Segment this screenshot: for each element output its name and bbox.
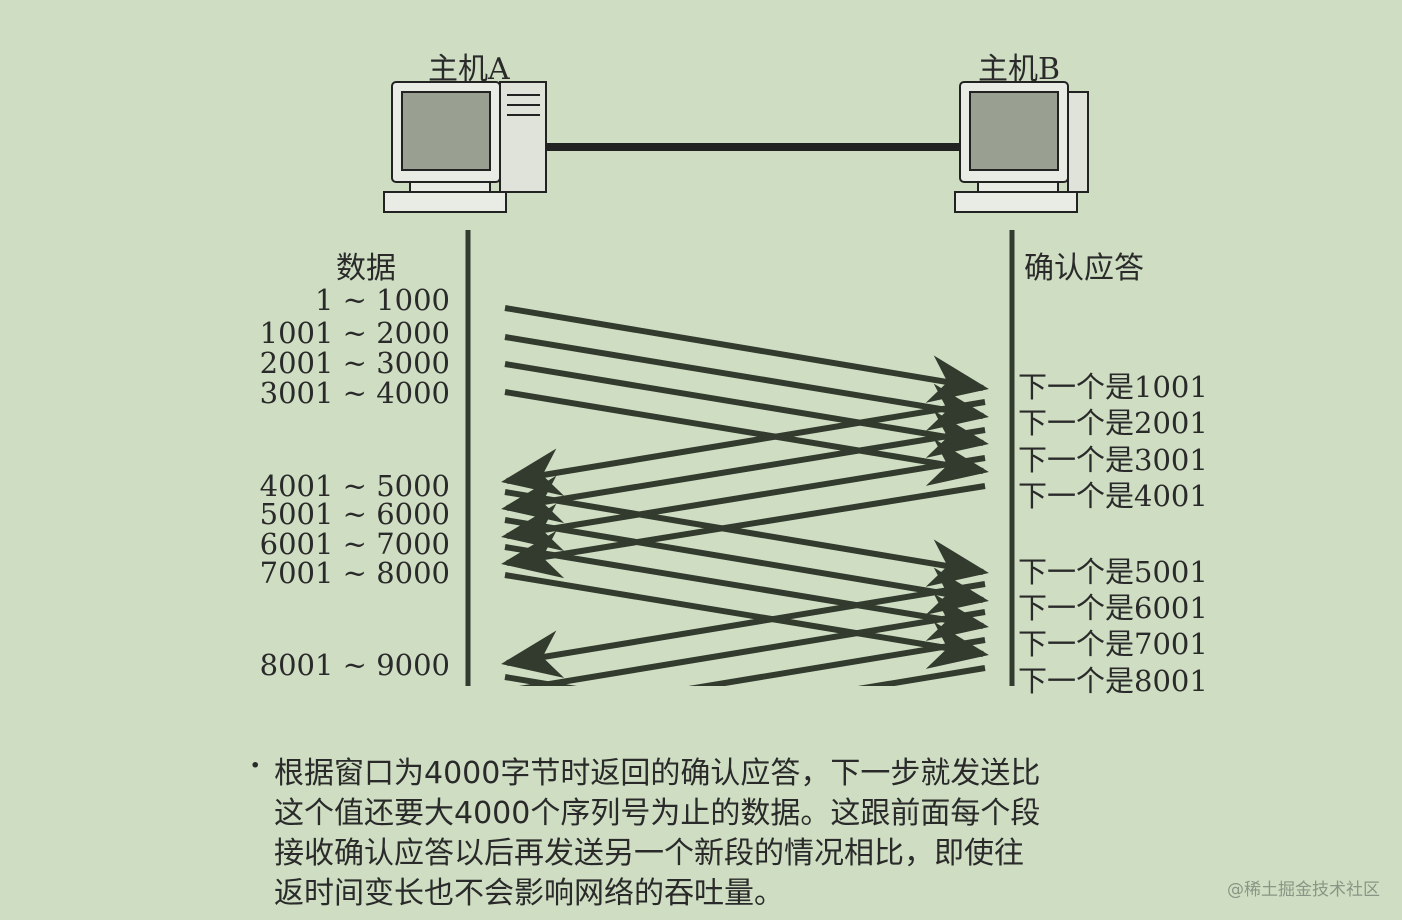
ack-arrow [501,455,986,551]
data-range: 4001 ~ 5000 [259,469,450,503]
data-arrow [504,674,577,686]
host-a-label: 主机A [428,52,510,87]
data-range: 2001 ~ 3000 [259,346,450,380]
paragraph-line: 根据窗口为4000字节时返回的确认应答，下一步就发送比 [274,756,1041,791]
ack-arrow [501,399,986,496]
ack-arrow [501,427,986,523]
data-arrow [504,389,989,486]
ack-arrow [501,581,986,678]
ack-label: 下一个是2001 [1018,406,1208,440]
data-range: 7001 ~ 8000 [259,556,450,590]
data-range: 3001 ~ 4000 [259,376,450,410]
ack-label: 下一个是5001 [1018,555,1208,589]
data-arrow [504,517,989,615]
ack-arrow [501,483,986,579]
data-range: 1 ~ 1000 [315,283,450,317]
ack-column-label: 确认应答 [1024,251,1144,286]
ack-label: 下一个是3001 [1018,443,1208,477]
data-arrow [504,361,989,458]
data-range: 1001 ~ 2000 [259,316,450,350]
data-arrow [504,489,989,587]
computer-b-icon [954,81,1089,213]
paragraph-line: 接收确认应答以后再发送另一个新段的情况相比，即使往 [274,836,1024,871]
paragraph-line: 返时间变长也不会影响网络的吞吐量。 [274,876,784,911]
ack-label: 下一个是1001 [1018,370,1208,404]
ack-label: 下一个是4001 [1018,479,1208,513]
data-arrow [504,544,989,641]
ack-label: 下一个是7001 [1018,627,1208,661]
data-range: 6001 ~ 7000 [259,527,450,561]
ack-label: 下一个是8001 [1018,664,1208,698]
data-range: 8001 ~ 9000 [259,648,450,682]
host-b-label: 主机B [978,52,1061,87]
watermark: @稀土掘金技术社区 [1227,880,1380,900]
computer-a-icon [383,81,547,213]
ack-arrow [518,609,986,686]
data-range: 5001 ~ 6000 [259,497,450,531]
bullet: · [250,748,261,783]
data-arrow [504,305,989,403]
paragraph-line: 这个值还要大4000个序列号为止的数据。这跟前面每个段 [274,796,1041,831]
ack-arrow [688,637,986,686]
data-arrow [504,572,989,669]
data-arrow [504,334,989,431]
ack-arrow [857,665,986,686]
ack-label: 下一个是6001 [1018,591,1208,625]
data-column-label: 数据 [336,251,396,286]
